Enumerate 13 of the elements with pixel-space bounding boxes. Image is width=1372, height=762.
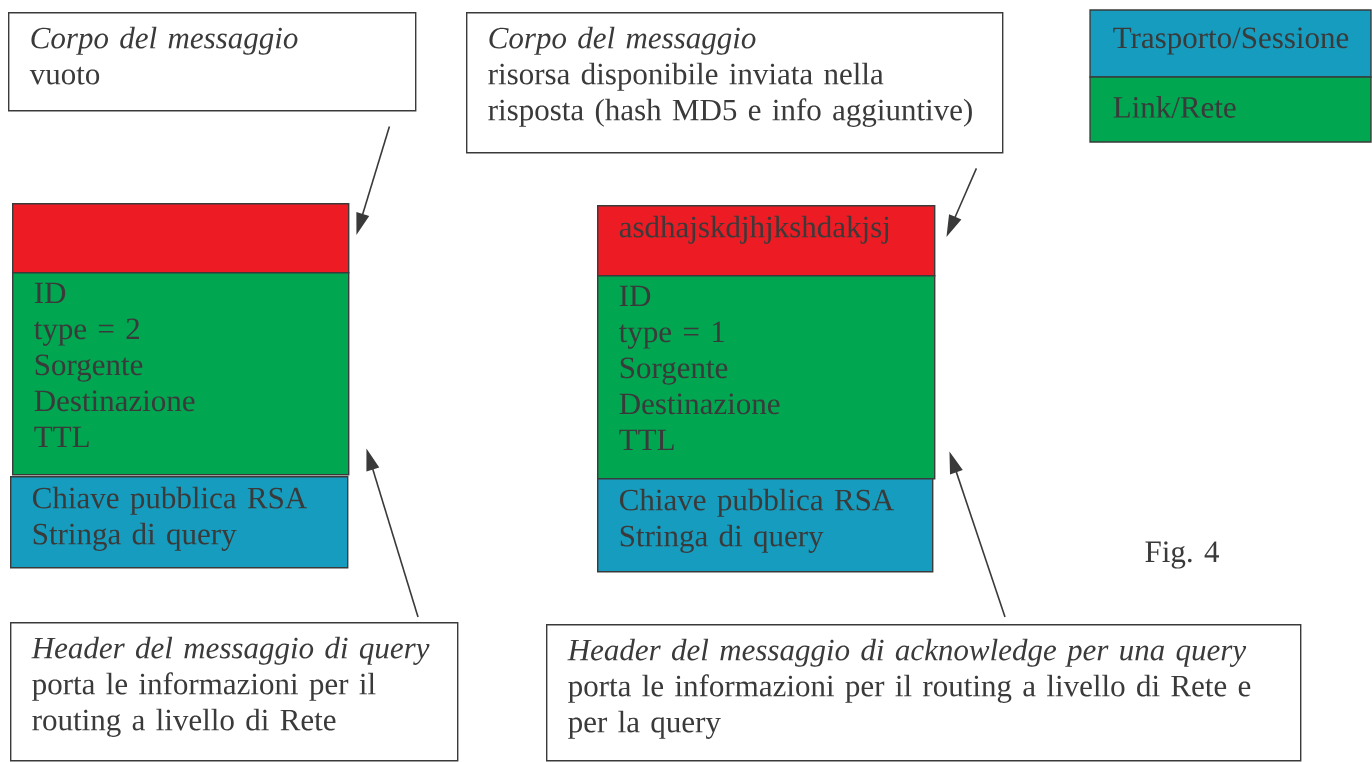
legend-item: Link/Rete [1089, 76, 1372, 143]
header-field-box: ID type = 2 Sorgente Destinazione TTL [12, 272, 350, 476]
legend-item: Trasporto/Sessione [1089, 9, 1372, 78]
message-body-box: asdhajskdjhjkshdakjsj [597, 205, 936, 277]
callout-box: Corpo del messaggio vuoto [8, 12, 417, 112]
callout-box: Header del messaggio di query porta le informazioni per il routing a livello di Rete [10, 622, 459, 762]
message-body-box [12, 203, 350, 274]
session-field-box: Chiave pubblica RSA Stringa di query [10, 476, 349, 569]
figure-label: Fig. 4 [1145, 541, 1219, 569]
callout-box: Corpo del messaggio risorsa disponibile inviata nella risposta (hash MD5 e info aggiuntive) [466, 12, 1004, 154]
header-field-box: ID type = 1 Sorgente Destinazione TTL [597, 275, 936, 480]
callout-box: Header del messaggio di acknowledge per una query porta le informazioni per il routing a livello di Rete e per la query [546, 624, 1302, 762]
session-field-box: Chiave pubblica RSA Stringa di query [597, 478, 934, 573]
